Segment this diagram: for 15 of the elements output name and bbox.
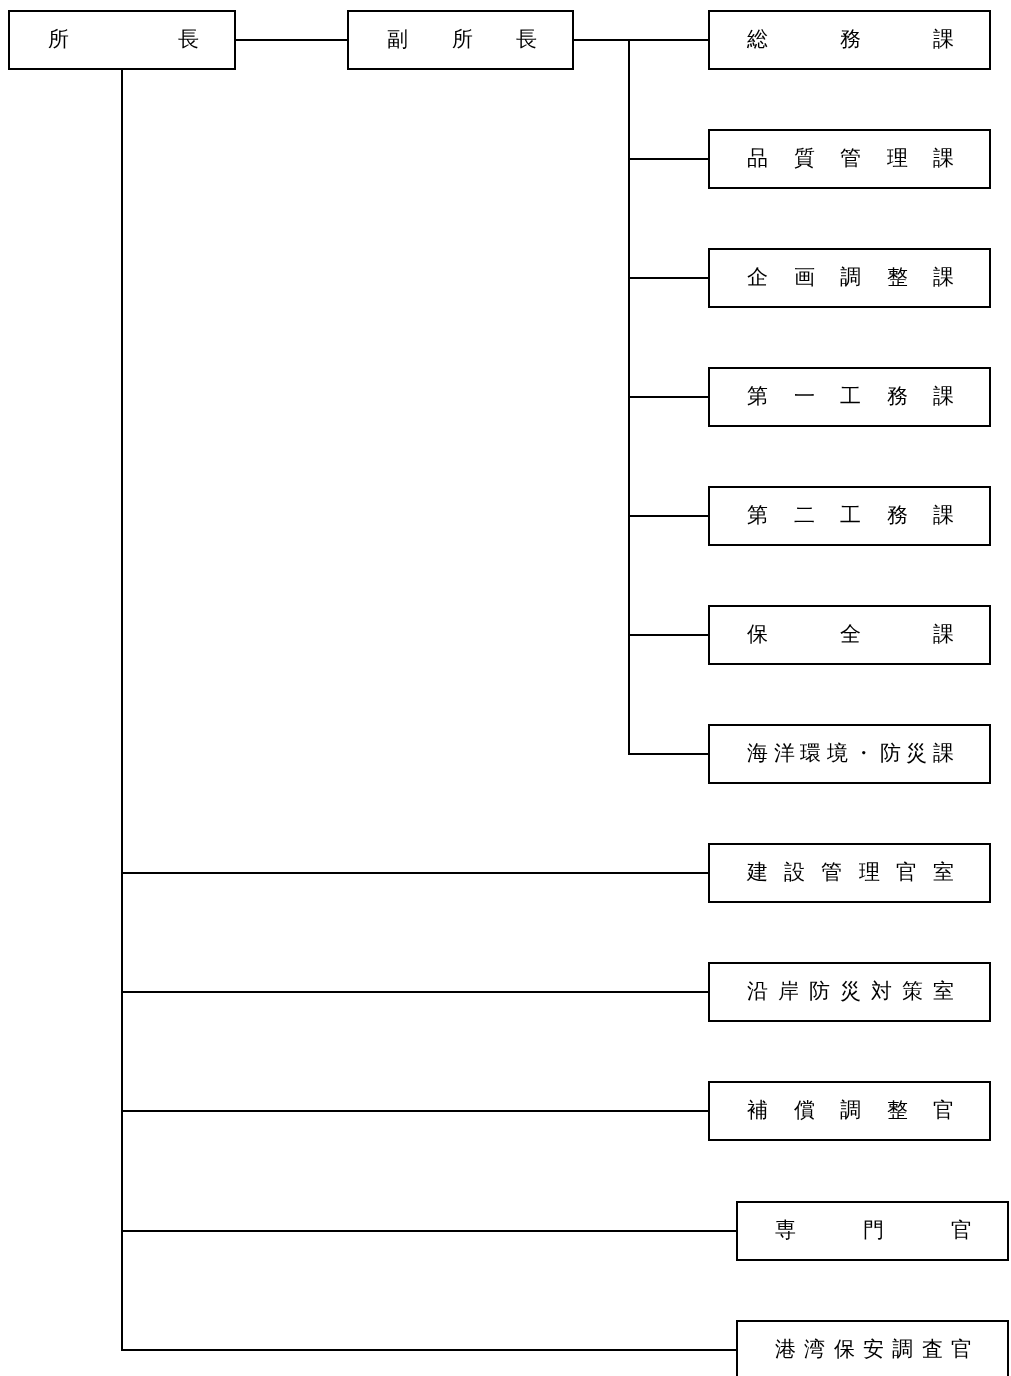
connector-line: [235, 39, 348, 41]
org-box: 海洋環境・防災課: [708, 724, 991, 784]
org-box: 第二工務課: [708, 486, 991, 546]
org-box: 副所長: [347, 10, 574, 70]
org-box: 品質管理課: [708, 129, 991, 189]
org-box: 総務課: [708, 10, 991, 70]
org-box: 企画調整課: [708, 248, 991, 308]
org-box: 第一工務課: [708, 367, 991, 427]
org-box: 専門官: [736, 1201, 1009, 1261]
org-box: 港湾保安調査官: [736, 1320, 1009, 1376]
org-box: 補償調整官: [708, 1081, 991, 1141]
org-box: 所長: [8, 10, 236, 70]
org-box: 保全課: [708, 605, 991, 665]
org-box: 沿岸防災対策室: [708, 962, 991, 1022]
org-box: 建設管理官室: [708, 843, 991, 903]
